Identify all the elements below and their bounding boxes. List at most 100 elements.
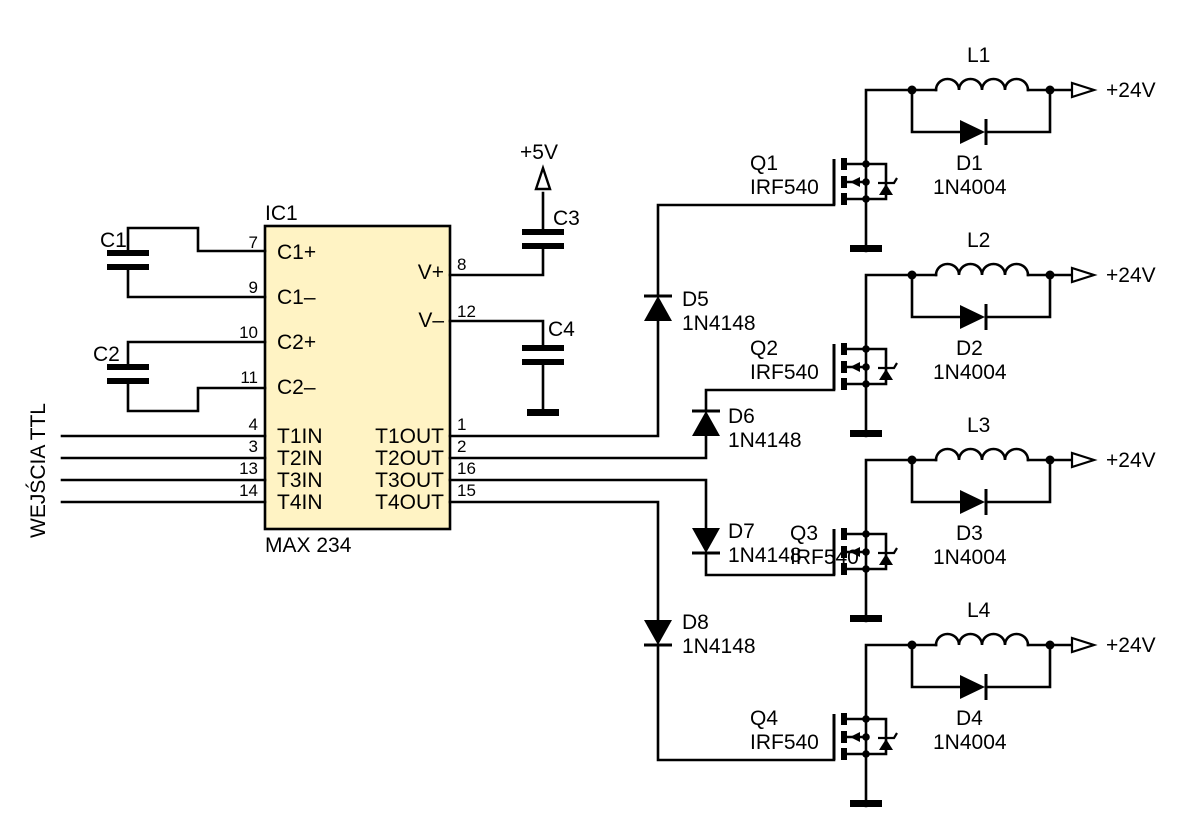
ic-pin-number: 12 — [457, 302, 476, 321]
ic-ref-label: IC1 — [265, 202, 298, 225]
ic-pin-number: 4 — [249, 415, 258, 434]
inductor-label: L2 — [967, 229, 990, 252]
diode-part: 1N4148 — [728, 544, 802, 567]
ic-pin-name: T1OUT — [375, 425, 444, 448]
supply-arrow-icon — [1070, 266, 1098, 284]
ic-pin-number: 2 — [457, 437, 466, 456]
supply-arrow-icon — [534, 164, 552, 191]
flyback-diode-icon — [960, 675, 985, 699]
ic-pin-number: 13 — [239, 459, 258, 478]
ground-icon — [850, 615, 882, 622]
inductor-coil — [934, 77, 1030, 92]
ic-pin-number: 11 — [240, 368, 258, 387]
diode-ref: D7 — [728, 520, 755, 543]
mosfet-label: Q2 — [750, 337, 778, 360]
ic-pin-number: 3 — [249, 437, 258, 456]
output-voltage-label: +24V — [1106, 264, 1156, 287]
ic-pin-name: T2OUT — [375, 447, 444, 470]
capacitor-c1-label: C1 — [100, 229, 127, 252]
capacitor-c3-label: C3 — [553, 207, 580, 230]
ic-body — [263, 224, 452, 531]
flyback-diode-part: 1N4004 — [933, 546, 1007, 569]
ground-icon — [850, 430, 882, 437]
ttl-inputs-label: WEJŚCIA TTL — [26, 403, 50, 538]
flyback-diode-icon — [960, 305, 985, 329]
mosfet-part: IRF540 — [750, 731, 819, 754]
ic-part-label: MAX 234 — [265, 534, 352, 557]
mosfet-label: Q3 — [790, 522, 818, 545]
capacitor-c4-label: C4 — [548, 318, 575, 341]
ic-pin-name: T4OUT — [375, 491, 444, 514]
output-voltage-label: +24V — [1106, 634, 1156, 657]
gate-diode-d8: D8 1N4148 — [644, 611, 756, 658]
supply-5v-label: +5V — [520, 141, 558, 164]
ic-pin-name: T4IN — [277, 491, 323, 514]
ic-pin-number: 1 — [457, 415, 466, 434]
flyback-diode-label: D3 — [956, 522, 983, 545]
capacitor-c2: C2 — [93, 340, 267, 413]
mosfet-label: Q1 — [750, 152, 778, 175]
diode-part: 1N4148 — [728, 429, 802, 452]
ic-pin-name: T3IN — [277, 469, 323, 492]
ic-pin-number: 8 — [457, 255, 466, 274]
supply-arrow-icon — [1070, 81, 1098, 99]
ic-output-wires — [448, 203, 836, 762]
inductor-label: L1 — [967, 44, 990, 67]
ic-pin-number: 15 — [457, 481, 476, 500]
ic-pin-name: T1IN — [277, 425, 323, 448]
inductor-coil — [934, 447, 1030, 462]
capacitor-c1: C1 — [100, 226, 267, 299]
mosfet-part: IRF540 — [750, 361, 819, 384]
gate-diode-d6: D6 1N4148 — [692, 405, 802, 452]
mosfet-part: IRF540 — [750, 176, 819, 199]
ic-pin-name: T3OUT — [375, 469, 444, 492]
ic-pin-name: C2– — [277, 376, 316, 399]
capacitor-c4: C4 — [448, 318, 575, 416]
ic-pin-number: 16 — [457, 459, 476, 478]
ttl-input-lines — [60, 434, 267, 504]
ic-pin-name: T2IN — [277, 447, 323, 470]
ic-pin-name: C2+ — [277, 331, 316, 354]
inductor-label: L3 — [967, 414, 990, 437]
ground-icon — [527, 409, 559, 416]
ground-icon — [850, 800, 882, 807]
inductor-coil — [934, 262, 1030, 277]
mosfet-label: Q4 — [750, 707, 778, 730]
ground-icon — [850, 245, 882, 252]
diode-ref: D8 — [682, 611, 709, 634]
ic-pin-name: C1– — [277, 286, 316, 309]
ic-pin-name: V+ — [418, 261, 444, 284]
supply-arrow-icon — [1070, 636, 1098, 654]
diode-part: 1N4148 — [682, 312, 756, 335]
flyback-diode-icon — [960, 120, 985, 144]
ic-pin-number: 9 — [249, 278, 258, 297]
ic-pin-number: 10 — [239, 323, 258, 342]
flyback-diode-label: D4 — [956, 707, 983, 730]
flyback-diode-part: 1N4004 — [933, 731, 1007, 754]
flyback-diode-label: D2 — [956, 337, 983, 360]
output-voltage-label: +24V — [1106, 449, 1156, 472]
flyback-diode-part: 1N4004 — [933, 176, 1007, 199]
flyback-diode-part: 1N4004 — [933, 361, 1007, 384]
mosfet-part: IRF540 — [790, 546, 859, 569]
inductor-label: L4 — [967, 599, 991, 622]
ic-pin-name: C1+ — [277, 241, 316, 264]
output-voltage-label: +24V — [1106, 79, 1156, 102]
capacitor-c3: C3 — [448, 191, 580, 277]
gate-diode-d5: D5 1N4148 — [644, 288, 756, 335]
ic-pin-number: 14 — [239, 481, 258, 500]
gate-diode-d7: D7 1N4148 — [692, 520, 802, 567]
diode-part: 1N4148 — [682, 635, 756, 658]
diode-ref: D6 — [728, 405, 755, 428]
output-channels: L1+24VD11N4004Q1IRF540L2+24VD21N4004Q2IR… — [750, 44, 1156, 808]
flyback-diode-icon — [960, 490, 985, 514]
supply-arrow-icon — [1070, 451, 1098, 469]
inductor-coil — [934, 632, 1030, 647]
ic-pin-number: 7 — [249, 233, 258, 252]
flyback-diode-label: D1 — [956, 152, 983, 175]
